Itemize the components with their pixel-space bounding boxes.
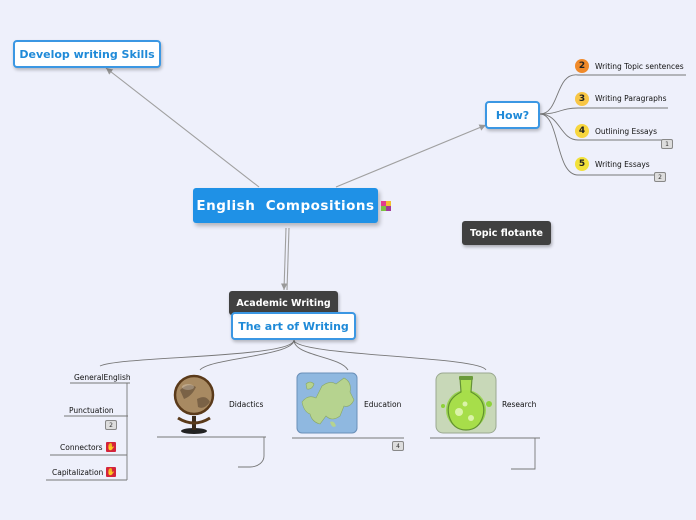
hand-icon: ✋ — [106, 467, 116, 477]
color-flag-icon — [381, 201, 391, 211]
how-label: How? — [495, 108, 530, 122]
capitalization-label[interactable]: Capitalization — [52, 468, 104, 477]
general-english-label[interactable]: GeneralEnglish — [74, 373, 131, 382]
develop-writing-skills-label: Develop writing Skills — [19, 47, 155, 61]
globe-icon — [173, 374, 215, 434]
art-of-writing-node[interactable]: The art of Writing — [231, 312, 356, 340]
develop-writing-skills-node[interactable]: Develop writing Skills — [13, 40, 161, 68]
hand-icon: ✋ — [106, 442, 116, 452]
education-label[interactable]: Education — [364, 400, 402, 409]
writing-topic-sentences-label[interactable]: Writing Topic sentences — [595, 62, 684, 71]
priority-5-badge: 5 — [575, 157, 589, 171]
punctuation-label[interactable]: Punctuation — [69, 406, 114, 415]
education-count[interactable]: 4 — [392, 441, 404, 451]
how-node[interactable]: How? — [485, 101, 540, 129]
central-topic-label: English Compositions — [196, 197, 375, 214]
art-of-writing-label: The art of Writing — [238, 319, 349, 333]
outlining-essays-count[interactable]: 1 — [661, 139, 673, 149]
europe-map-icon — [296, 372, 358, 434]
academic-writing-label: Academic Writing — [236, 297, 331, 309]
priority-2-badge: 2 — [575, 59, 589, 73]
research-label[interactable]: Research — [502, 400, 537, 409]
priority-3-badge: 3 — [575, 92, 589, 106]
priority-4-badge: 4 — [575, 124, 589, 138]
outlining-essays-label[interactable]: Outlining Essays — [595, 127, 657, 136]
central-topic[interactable]: English Compositions — [193, 188, 378, 223]
connectors-label[interactable]: Connectors — [60, 443, 103, 452]
academic-writing-node[interactable]: Academic Writing — [229, 291, 338, 315]
flask-icon — [435, 372, 497, 434]
writing-essays-label[interactable]: Writing Essays — [595, 160, 650, 169]
punctuation-count[interactable]: 2 — [105, 420, 117, 430]
floating-topic-node[interactable]: Topic flotante — [462, 221, 551, 245]
floating-topic-label: Topic flotante — [469, 227, 543, 239]
writing-essays-count[interactable]: 2 — [654, 172, 666, 182]
didactics-label[interactable]: Didactics — [229, 400, 264, 409]
writing-paragraphs-label[interactable]: Writing Paragraphs — [595, 94, 667, 103]
